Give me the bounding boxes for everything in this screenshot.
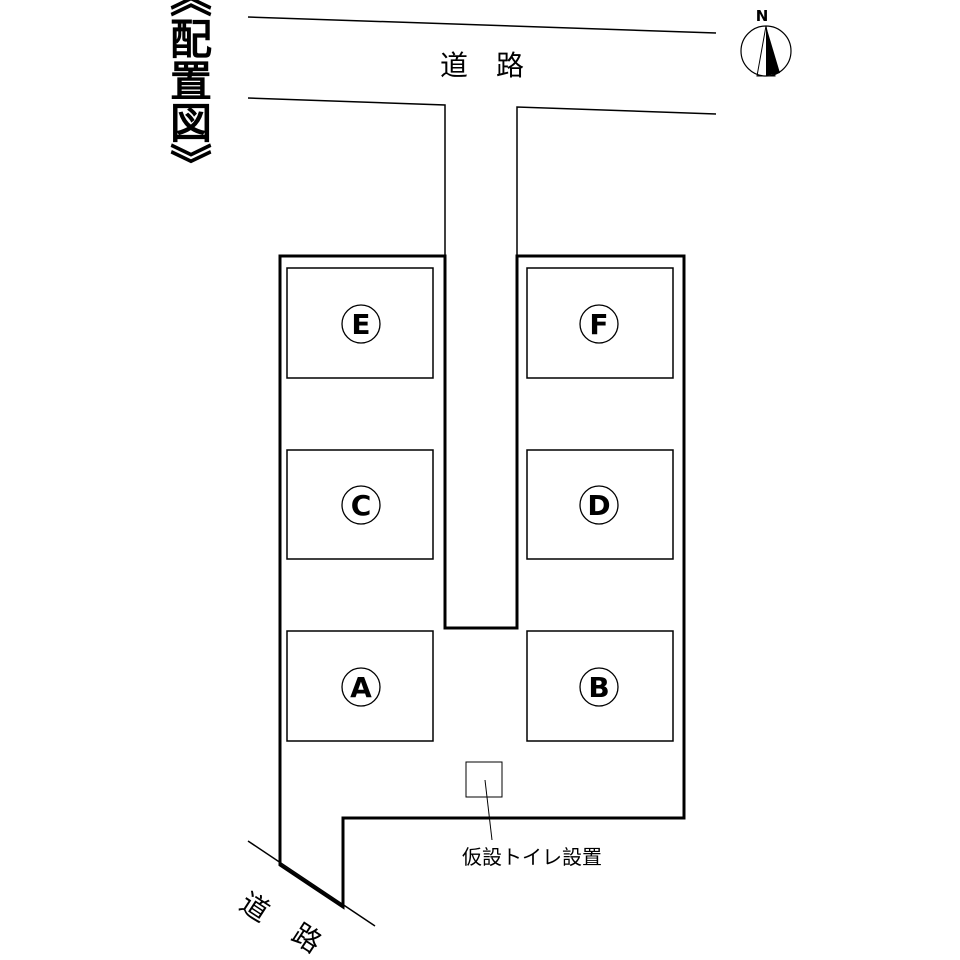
temporary-toilet: [465, 761, 503, 841]
lot-label: D: [587, 489, 610, 522]
top-road-upper-edge: [247, 16, 717, 34]
top-road-lower-edge-right: [516, 106, 717, 256]
toilet-leader-line: [484, 779, 493, 841]
lot-B: B: [526, 630, 674, 742]
top-road-lower-edge-left: [247, 97, 446, 256]
top-road-label: 道 路: [440, 49, 524, 82]
lot-label: B: [588, 671, 609, 704]
diagram-title: 《配置図》: [164, 0, 213, 185]
top-road: [247, 16, 717, 256]
lot-label: A: [350, 671, 372, 704]
lot-label: C: [351, 489, 372, 522]
toilet-icon: [465, 761, 503, 798]
toilet-label: 仮設トイレ設置: [462, 845, 602, 869]
bottom-road: [247, 840, 376, 927]
bottom-road-label-1: 道: [234, 886, 275, 929]
north-arrow-icon: [740, 25, 792, 77]
bottom-road-label-2: 路: [286, 917, 327, 960]
lot-label: E: [351, 308, 370, 341]
lot-E: E: [286, 267, 434, 379]
bottom-road-edge: [247, 840, 376, 927]
property-boundary: [278, 254, 686, 910]
lot-label: F: [589, 308, 608, 341]
lot-F: F: [526, 267, 674, 379]
lot-A: A: [286, 630, 434, 742]
compass-north-label: N: [756, 7, 769, 25]
lot-C: C: [286, 449, 434, 560]
lot-D: D: [526, 449, 674, 560]
